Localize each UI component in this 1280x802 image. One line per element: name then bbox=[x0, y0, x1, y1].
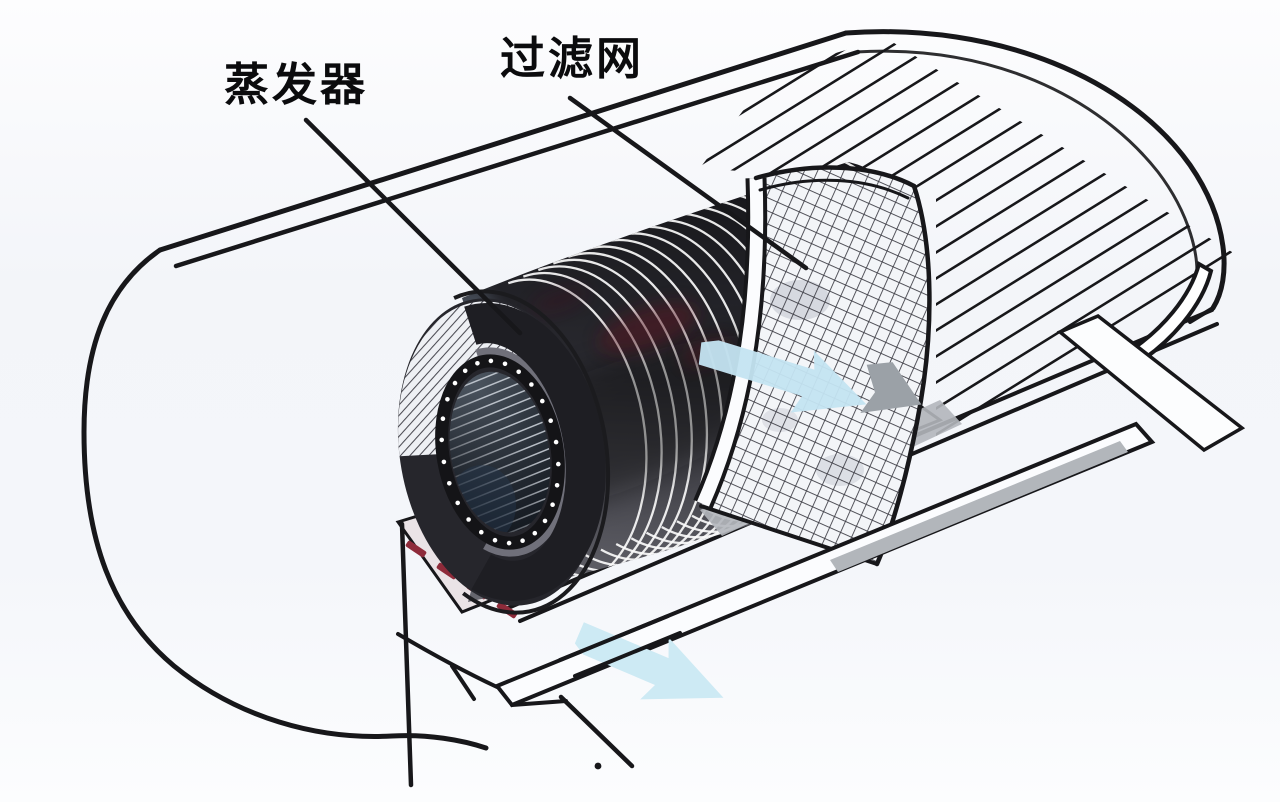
fan-ring-dot bbox=[455, 500, 461, 506]
intake-arrow-gray-head bbox=[860, 362, 922, 413]
fan-ring-dot bbox=[488, 358, 494, 364]
coil-end-gray-ring bbox=[475, 347, 571, 557]
housing-left-cap bbox=[81, 247, 489, 751]
housing-bottom-left-joint bbox=[450, 664, 476, 701]
bottom-diagonal-leader bbox=[558, 694, 635, 769]
fan-ring-dot bbox=[452, 380, 458, 386]
mesh-frame-left bbox=[697, 177, 764, 507]
filter-leader bbox=[567, 95, 809, 271]
bottom-vertical-leader bbox=[399, 521, 414, 788]
fan-ring-dot bbox=[445, 397, 450, 402]
fan-ring-dot bbox=[440, 416, 446, 422]
evaporator-coil bbox=[397, 162, 916, 615]
louver-line bbox=[700, 38, 1232, 178]
fan-ring-dot bbox=[532, 530, 538, 536]
housing-right-cap-inner bbox=[854, 49, 1199, 284]
right-bracket bbox=[1124, 260, 1214, 366]
fan-ring-dot bbox=[529, 382, 534, 387]
mesh-top-edge bbox=[753, 165, 917, 189]
filter-mesh-label: 过滤网 bbox=[500, 33, 645, 84]
fan-ring-dots bbox=[439, 358, 561, 546]
leader-dot bbox=[594, 762, 602, 770]
louver-line bbox=[700, 38, 1232, 152]
mesh-right-edge bbox=[874, 183, 932, 567]
fan-ring-dot bbox=[548, 418, 553, 424]
housing-right-cap bbox=[843, 29, 1227, 311]
fan-ring-dot bbox=[479, 529, 484, 535]
flap-shadow-strip bbox=[830, 441, 1128, 572]
louver-line bbox=[700, 38, 1232, 204]
housing-top-edge-inner bbox=[173, 49, 861, 269]
mesh-top-edge-inner bbox=[758, 178, 910, 200]
intake-airflow-arrow bbox=[698, 340, 922, 413]
evaporator-label: 蒸发器 bbox=[224, 59, 369, 110]
fan-ring-dot bbox=[550, 502, 555, 508]
coil-outer-arc bbox=[453, 289, 611, 615]
fan-ring-dot bbox=[462, 368, 468, 374]
right-bottom-panel bbox=[1056, 313, 1246, 453]
label-leader-lines bbox=[303, 95, 809, 788]
outlet-flap bbox=[493, 421, 1156, 708]
housing-bottom-left-edge bbox=[396, 632, 499, 689]
fan-ring-dot bbox=[520, 538, 525, 543]
fan-ring-dot bbox=[554, 483, 560, 488]
fan-ring-dot bbox=[553, 439, 559, 445]
louver-line bbox=[700, 168, 1232, 446]
fan-ring-dot bbox=[516, 369, 521, 375]
fan-ring-dot bbox=[441, 459, 447, 465]
housing-bottom-left-seg bbox=[510, 699, 568, 707]
evaporator-leader bbox=[303, 117, 523, 336]
fan-ring-dot bbox=[492, 537, 498, 543]
fan-ring-dot bbox=[502, 361, 508, 367]
fan-ring-dot bbox=[475, 361, 480, 366]
fan-ring-dot bbox=[556, 461, 561, 467]
louver-line bbox=[700, 38, 1232, 230]
fan-ring-dot bbox=[540, 398, 545, 404]
fan-ring-dot bbox=[447, 481, 452, 486]
louver-line bbox=[700, 194, 1232, 446]
drain-mark bbox=[436, 562, 458, 580]
fan-ring-dot bbox=[466, 517, 471, 522]
coil-end-face bbox=[397, 289, 611, 615]
housing-top-edge-outer bbox=[157, 30, 849, 253]
drain-mark bbox=[405, 540, 427, 558]
fan-ring-dot bbox=[506, 540, 512, 546]
flap-lines-over-arrow bbox=[558, 614, 682, 678]
fan-ring-dot bbox=[542, 518, 548, 524]
fan-ring-dot bbox=[439, 437, 445, 443]
louver-line bbox=[700, 220, 1232, 446]
outlet-airflow-arrow bbox=[558, 614, 724, 700]
